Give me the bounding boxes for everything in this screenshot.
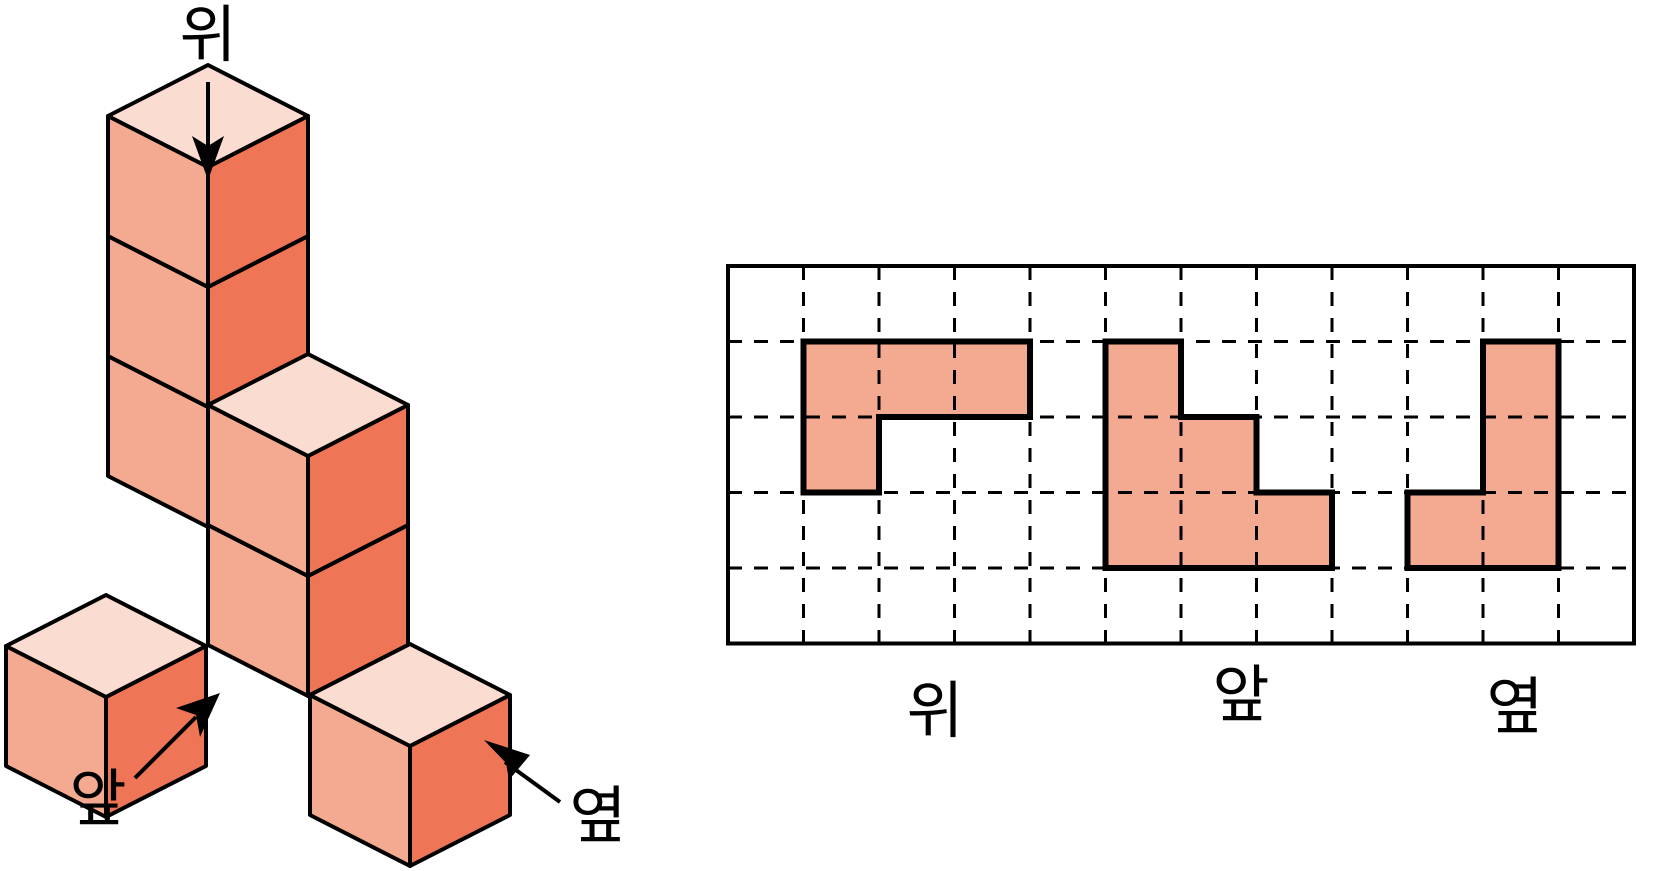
view-top-cell	[879, 341, 955, 417]
view-side-outline	[1404, 338, 1562, 571]
label-front-view: 앞	[1212, 658, 1270, 731]
arrow-front-view	[133, 693, 220, 780]
cube-top-face	[308, 642, 512, 748]
cube-front-right-1	[308, 642, 512, 868]
label-top-view: 위	[906, 674, 964, 747]
view-front-cell	[1256, 492, 1332, 568]
view-top-outline	[800, 338, 1033, 496]
view-side-cell	[1483, 417, 1559, 493]
arrow-side-view	[484, 740, 562, 804]
cube-top-face	[206, 352, 410, 458]
view-front-outline	[1102, 338, 1335, 571]
projection-grid	[726, 264, 1636, 646]
label-side-view: 옆	[1486, 670, 1544, 743]
view-front-cell	[1105, 417, 1181, 493]
cube-back-right-2	[206, 352, 410, 578]
label-top-direction: 위	[179, 0, 237, 71]
label-side-direction: 옆	[569, 779, 627, 852]
view-side-cell	[1407, 492, 1483, 568]
view-top-cell	[954, 341, 1030, 417]
grid-border	[726, 264, 1636, 646]
view-front-cell	[1181, 492, 1257, 568]
cube-stack	[4, 63, 512, 868]
view-top-cell	[803, 417, 879, 493]
view-front-cell	[1181, 417, 1257, 493]
view-front-cell	[1105, 492, 1181, 568]
cube-front-left-1	[4, 593, 208, 819]
label-front-direction: 앞	[69, 762, 127, 835]
cube-top-face	[4, 593, 208, 699]
view-side-cell	[1483, 492, 1559, 568]
view-front-cell	[1105, 341, 1181, 417]
view-side-cell	[1483, 341, 1559, 417]
arrow-top-view	[192, 82, 224, 180]
view-top-cell	[803, 341, 879, 417]
